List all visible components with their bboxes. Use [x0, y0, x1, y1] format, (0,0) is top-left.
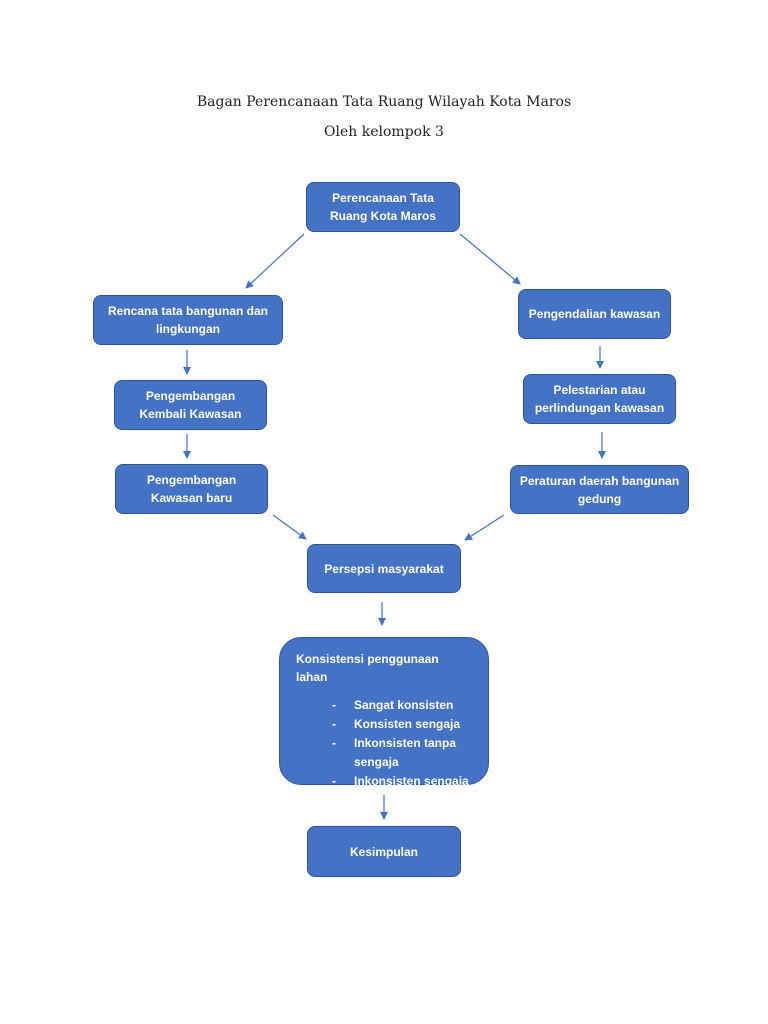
- arrow-root-to-right1: [459, 233, 521, 285]
- node-pelestarian-perlindungan: Pelestarian atau perlindungan kawasan: [523, 374, 676, 424]
- konsistensi-title: Konsistensi penggunaan lahan: [296, 652, 439, 684]
- arrow-root-to-left1: [245, 233, 305, 289]
- konsistensi-item: Konsisten sengaja: [332, 715, 472, 734]
- node-persepsi-masyarakat: Persepsi masyarakat: [307, 544, 461, 593]
- arrow-right3-to-persepsi: [464, 514, 505, 541]
- arrow-left3-to-persepsi: [272, 514, 307, 540]
- konsistensi-item: Sangat konsisten: [332, 696, 472, 715]
- konsistensi-item: Inkonsisten tanpa sengaja: [332, 734, 472, 772]
- node-pengembangan-kembali-kawasan: Pengembangan Kembali Kawasan: [114, 380, 267, 430]
- konsistensi-list: Sangat konsisten Konsisten sengaja Inkon…: [296, 696, 472, 791]
- diagram-subtitle: Oleh kelompok 3: [324, 124, 444, 140]
- node-perencanaan-tata-ruang: Perencanaan Tata Ruang Kota Maros: [306, 182, 460, 232]
- node-pengendalian-kawasan: Pengendalian kawasan: [518, 289, 671, 339]
- diagram-title: Bagan Perencanaan Tata Ruang Wilayah Kot…: [196, 94, 572, 110]
- node-kesimpulan: Kesimpulan: [307, 826, 461, 877]
- node-peraturan-daerah: Peraturan daerah bangunan gedung: [510, 465, 689, 514]
- node-rencana-tata-bangunan: Rencana tata bangunan dan lingkungan: [93, 295, 283, 345]
- konsistensi-item: Inkonsisten sengaja: [332, 772, 472, 791]
- node-konsistensi-penggunaan-lahan: Konsistensi penggunaan lahan Sangat kons…: [279, 637, 489, 791]
- node-pengembangan-kawasan-baru: Pengembangan Kawasan baru: [115, 464, 268, 514]
